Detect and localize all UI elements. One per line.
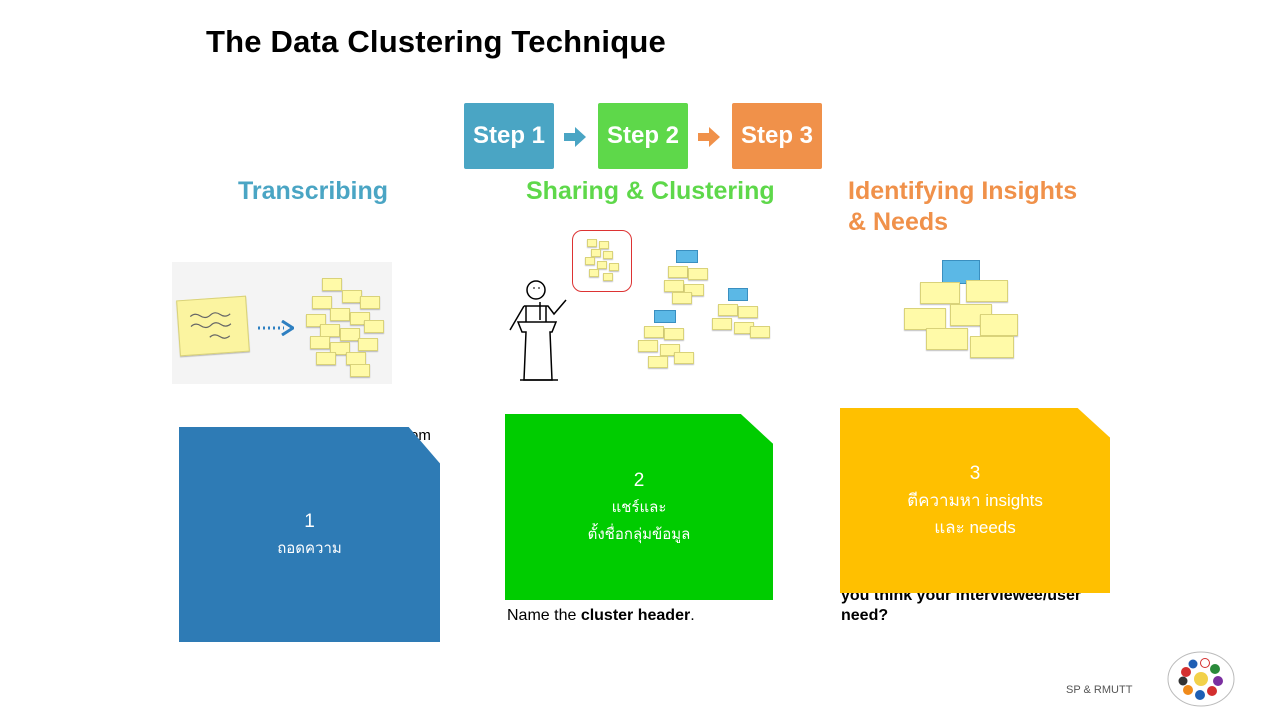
card-number: 1 <box>304 510 315 532</box>
phase-title-line: Identifying Insights <box>848 177 1078 205</box>
step-3-box: Step 3 <box>732 103 822 169</box>
card-label: แชร์และ <box>611 498 667 516</box>
step-card-2: 2 แชร์และ ตั้งชื่อกลุ่มข้อมูล <box>505 414 773 600</box>
card-number: 2 <box>633 469 645 491</box>
card-label: ตั้งชื่อกลุ่มข้อมูล <box>587 525 691 543</box>
phase-title-sharing-clustering: Sharing & Clustering <box>526 177 775 205</box>
big-note <box>176 295 250 357</box>
sharing-illustration <box>500 228 780 388</box>
asean-youth-logo <box>1167 651 1235 707</box>
dotted-arrow-icon <box>258 320 294 336</box>
partial-text-col2: Name the cluster header. <box>507 607 695 625</box>
step-card-1: 1 ถอดความ <box>179 427 440 642</box>
partial-text-suffix: . <box>690 607 695 624</box>
card-label: และ needs <box>934 518 1016 537</box>
phase-title-line: & Needs <box>848 208 949 236</box>
footer-credit: SP & RMUTT <box>1066 684 1133 696</box>
phase-title-transcribing: Transcribing <box>238 177 389 205</box>
page-title: The Data Clustering Technique <box>206 24 666 59</box>
card-number: 3 <box>969 463 981 484</box>
step-1-box: Step 1 <box>464 103 554 169</box>
transcribing-illustration <box>172 262 392 384</box>
partial-text-line: need? <box>841 607 889 624</box>
speech-bubble <box>572 230 632 292</box>
step-card-3: 3 ตีความหา insights และ needs <box>840 408 1110 593</box>
handwriting-icon <box>189 312 232 339</box>
phase-title-insights-needs: Identifying Insights & Needs <box>848 176 1077 238</box>
arrow-right-icon <box>564 127 586 147</box>
partial-text-prefix: Name the <box>507 607 581 624</box>
step-2-box: Step 2 <box>598 103 688 169</box>
card-label: ถอดความ <box>277 539 342 557</box>
partial-text-bold: cluster header <box>580 607 691 624</box>
insights-illustration <box>896 256 1026 366</box>
arrow-right-icon <box>698 127 720 147</box>
card-label: ตีความหา insights <box>907 491 1043 510</box>
presenter-icon <box>509 280 567 381</box>
